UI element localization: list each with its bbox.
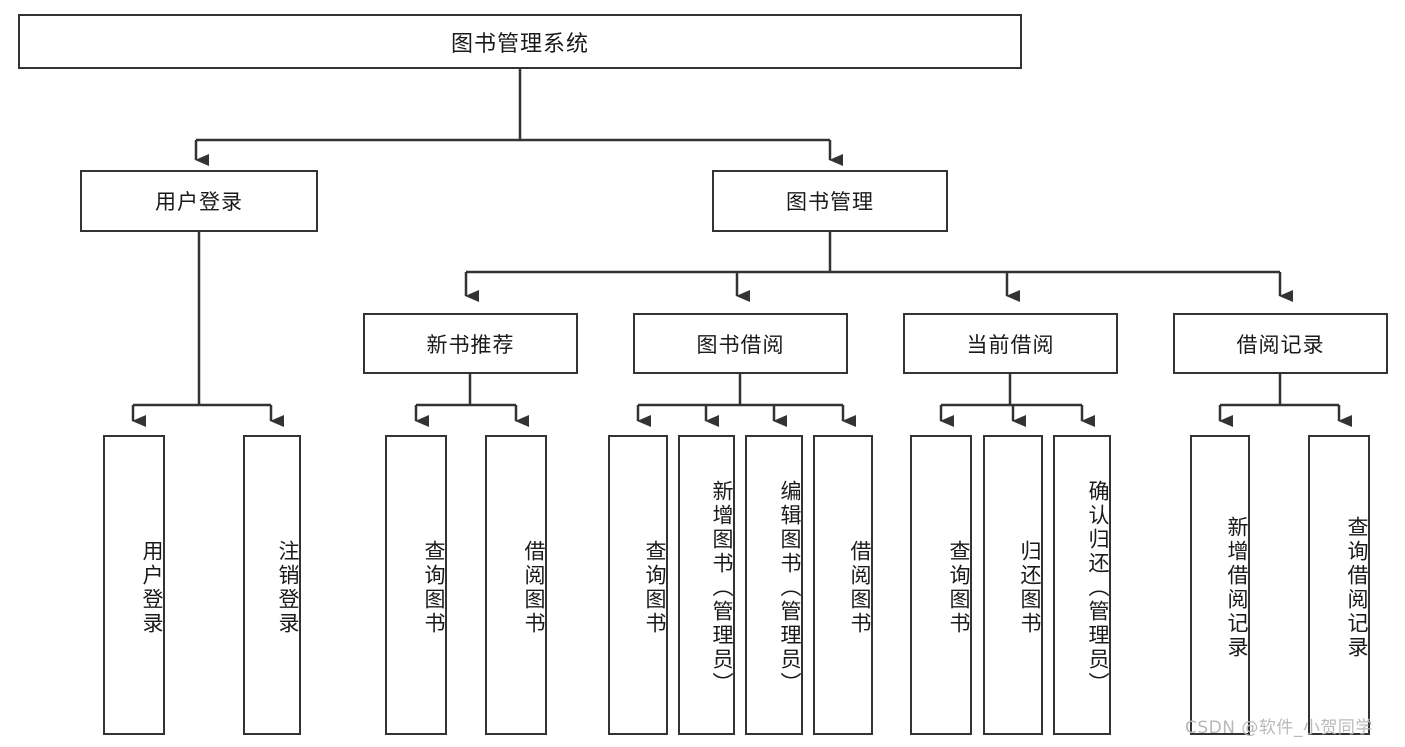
node-leaf-query-book-2[interactable]: 查询图书 — [608, 435, 668, 735]
node-leaf-edit-book-admin[interactable]: 编辑图书（管理员） — [745, 435, 803, 735]
node-user-login[interactable]: 用户登录 — [80, 170, 318, 232]
node-leaf-logout-login[interactable]: 注销登录 — [243, 435, 301, 735]
node-book-manage[interactable]: 图书管理 — [712, 170, 948, 232]
node-leaf-user-login[interactable]: 用户登录 — [103, 435, 165, 735]
node-leaf-query-book-1[interactable]: 查询图书 — [385, 435, 447, 735]
node-leaf-return-book[interactable]: 归还图书 — [983, 435, 1043, 735]
node-borrow-record[interactable]: 借阅记录 — [1173, 313, 1388, 374]
node-leaf-query-borrow-record[interactable]: 查询借阅记录 — [1308, 435, 1370, 735]
node-leaf-query-book-3[interactable]: 查询图书 — [910, 435, 972, 735]
node-current-borrow[interactable]: 当前借阅 — [903, 313, 1118, 374]
csdn-watermark: CSDN @软件_小贺同学 — [1185, 718, 1373, 738]
node-root[interactable]: 图书管理系统 — [18, 14, 1022, 69]
node-leaf-confirm-return-admin[interactable]: 确认归还（管理员） — [1053, 435, 1111, 735]
node-leaf-add-book-admin[interactable]: 新增图书（管理员） — [678, 435, 735, 735]
node-leaf-borrow-book-1[interactable]: 借阅图书 — [485, 435, 547, 735]
node-book-borrow[interactable]: 图书借阅 — [633, 313, 848, 374]
node-leaf-borrow-book-2[interactable]: 借阅图书 — [813, 435, 873, 735]
node-new-book-recommend[interactable]: 新书推荐 — [363, 313, 578, 374]
node-leaf-add-borrow-record[interactable]: 新增借阅记录 — [1190, 435, 1250, 735]
